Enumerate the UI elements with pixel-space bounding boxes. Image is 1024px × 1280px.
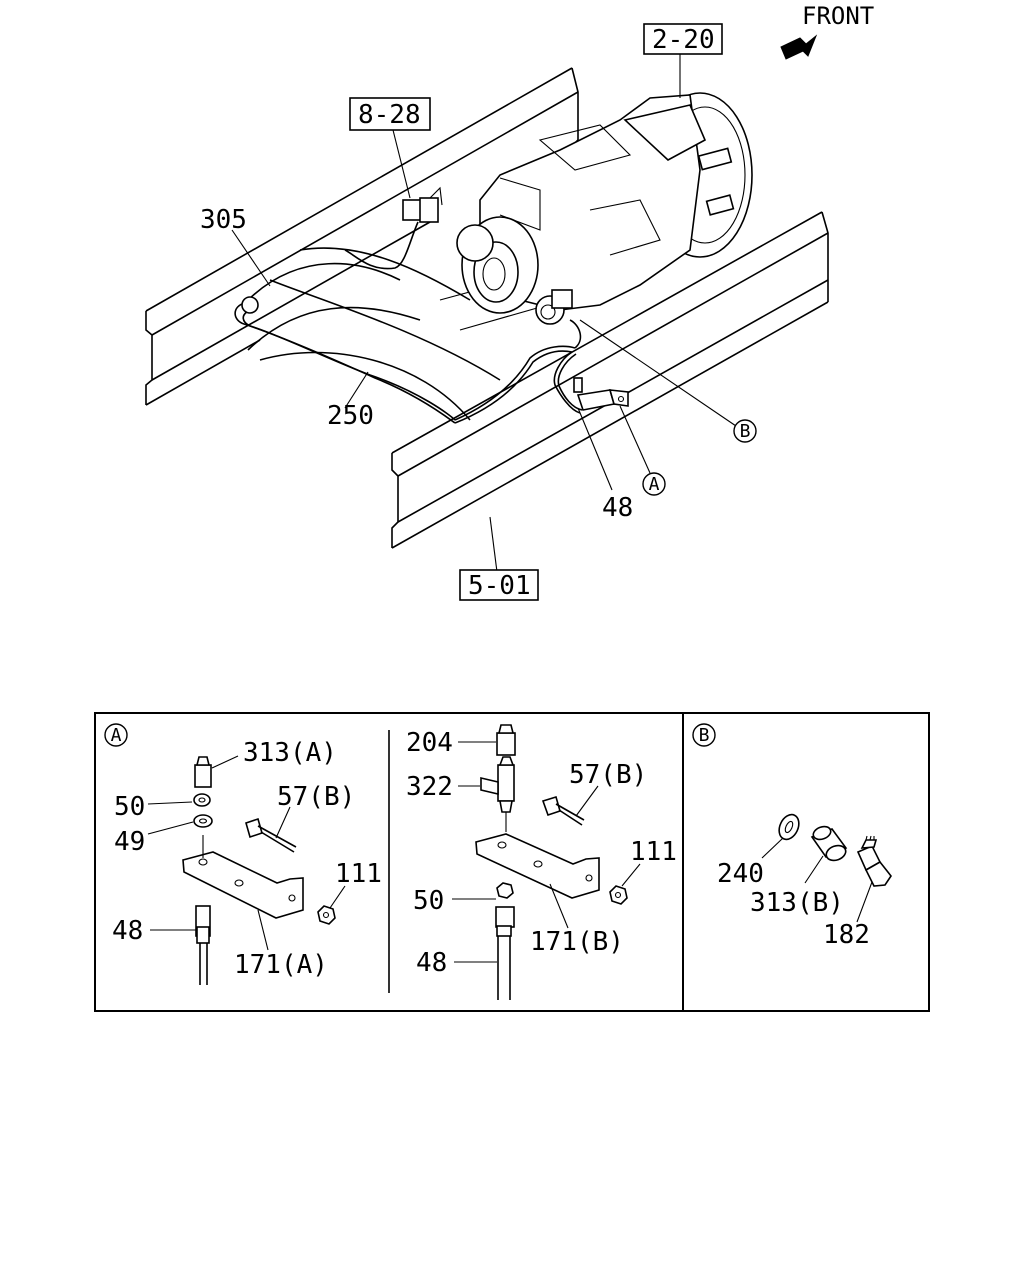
ref-8-28-label: 8-28 (358, 100, 421, 130)
detail-b-leaders (761, 837, 873, 923)
detail-a-111-label: 111 (335, 859, 382, 889)
ref-2-20[interactable]: 2-20 (643, 23, 723, 55)
switch-wire (344, 221, 419, 270)
detail-a-57b-label: 57(B) (277, 782, 355, 812)
detail-a-171a-label: 171(A) (234, 950, 328, 980)
detail-b-182-label: 182 (823, 920, 870, 950)
detail-panels (94, 712, 930, 1012)
detail-a-171b-label: 171(B) (530, 927, 624, 957)
detail-a-left-parts (182, 756, 336, 985)
callout-a[interactable]: A (642, 472, 666, 496)
detail-b-313b-label: 313(B) (750, 888, 844, 918)
detail-a-right-parts (475, 724, 628, 1000)
detail-a-right-50-label: 50 (413, 886, 444, 916)
detail-a-right-48-label: 48 (416, 948, 447, 978)
ref-5-01-label: 5-01 (468, 571, 531, 601)
detail-a-left-leaders (147, 755, 346, 951)
callout-a-label: A (649, 474, 660, 495)
front-indicator: FRONT (780, 2, 874, 60)
part-250-label: 250 (327, 401, 374, 431)
detail-a-marker: A (104, 723, 128, 747)
front-label: FRONT (802, 2, 874, 30)
ref-5-01[interactable]: 5-01 (459, 569, 539, 601)
detail-b-240-label: 240 (717, 859, 764, 889)
ref-2-20-label: 2-20 (652, 25, 715, 55)
detail-a-right-111-label: 111 (630, 837, 677, 867)
detail-a-204-label: 204 (406, 728, 453, 758)
part-305-label: 305 (200, 205, 247, 235)
part-48-label: 48 (602, 493, 633, 523)
detail-a-right-57b-label: 57(B) (569, 760, 647, 790)
detail-b-parts (778, 813, 892, 887)
detail-a-50-label: 50 (114, 792, 145, 822)
svg-text:A: A (111, 725, 122, 746)
callout-b-label: B (740, 421, 751, 442)
main-leaders (231, 52, 737, 573)
detail-b-marker: B (692, 723, 716, 747)
detail-a-313a-label: 313(A) (243, 738, 337, 768)
svg-text:B: B (699, 725, 710, 746)
detail-a-right-leaders (452, 741, 641, 963)
ref-8-28[interactable]: 8-28 (349, 97, 431, 131)
detail-a-322-label: 322 (406, 772, 453, 802)
detail-a-48-label: 48 (112, 916, 143, 946)
transmission (402, 92, 753, 325)
front-arrow-icon (780, 34, 818, 60)
callout-b[interactable]: B (733, 419, 757, 443)
bracket-a-main (573, 377, 629, 411)
pipe-250 (234, 296, 583, 424)
detail-a-49-label: 49 (114, 827, 145, 857)
